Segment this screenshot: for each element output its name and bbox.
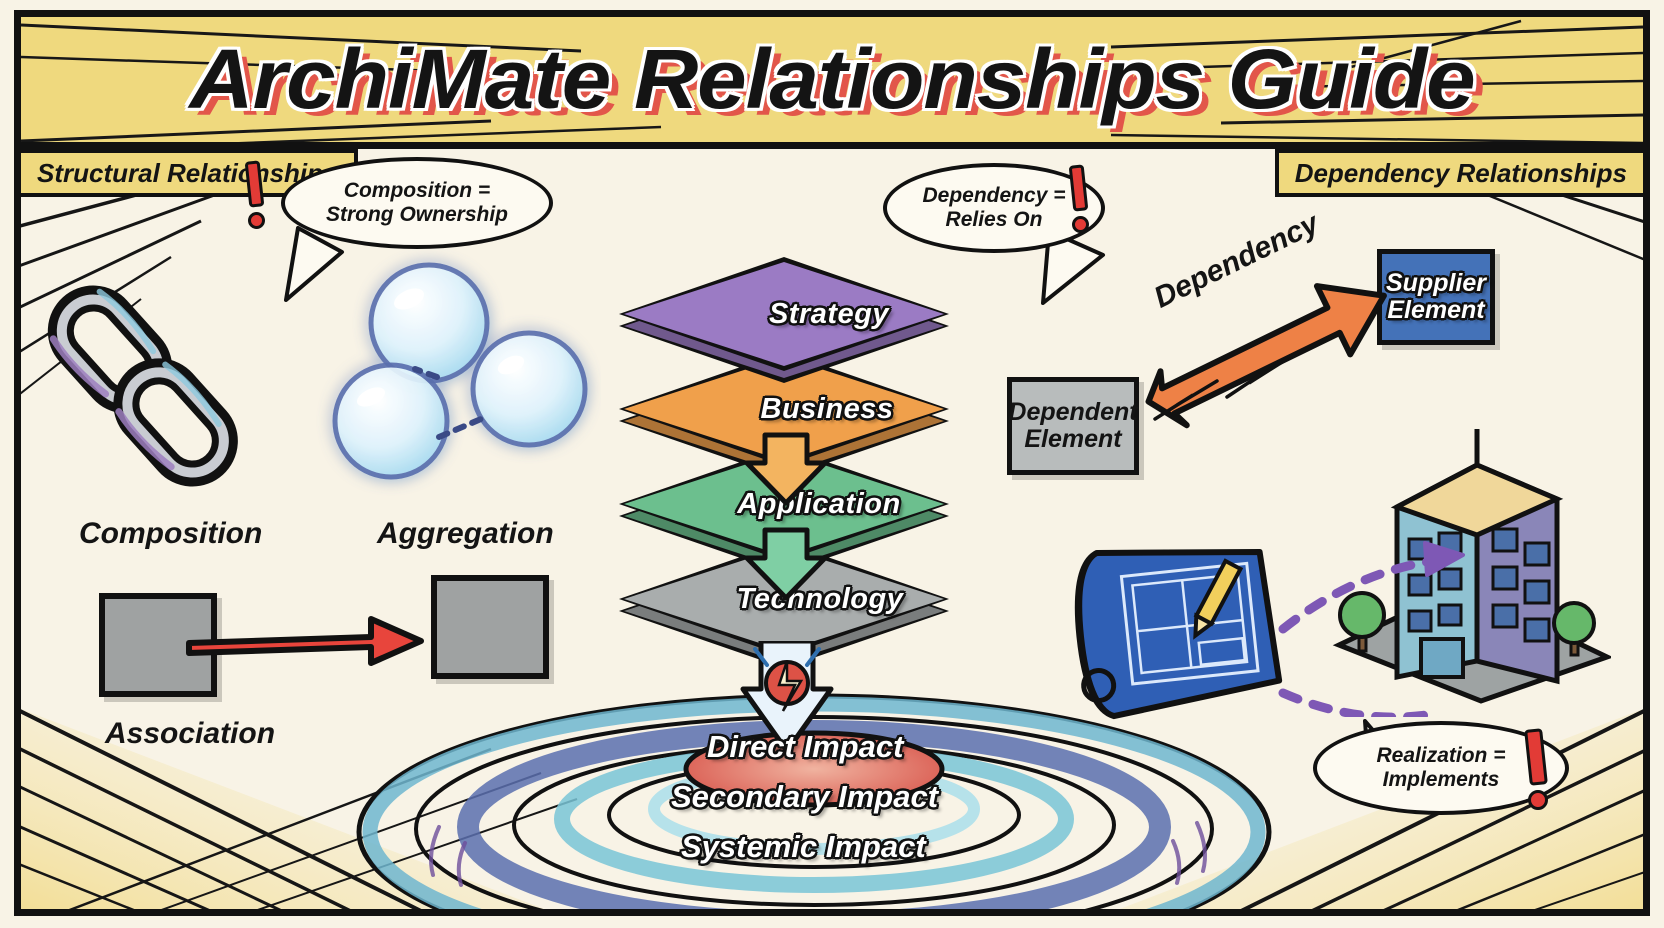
chain-link-icon — [47, 285, 238, 487]
composition-note-tail — [284, 226, 344, 302]
impact-ring-label-direct: Direct Impact — [707, 729, 904, 764]
composition-note-bubble: Composition = Strong Ownership — [281, 157, 553, 249]
layer-flow-arrows-icon — [744, 432, 828, 601]
composition-note-bang-icon — [244, 160, 265, 229]
impact-strike-arrow-icon — [740, 641, 834, 754]
bubbles-icon — [332, 262, 588, 480]
building-icon — [1332, 429, 1611, 704]
dependency-arrow-icon — [1145, 283, 1387, 429]
supplier-element-line2: Element — [1387, 296, 1485, 324]
realization-note-bang-icon — [1524, 728, 1548, 810]
layer-strategy: Strategy — [619, 257, 949, 383]
title-banner: ArchiMate Relationships Guide — [21, 17, 1643, 149]
dependency-note-tail — [1041, 229, 1105, 305]
realization-note-line2: Implements — [1382, 768, 1500, 791]
page-title: ArchiMate Relationships Guide — [189, 32, 1475, 126]
composition-note-line1: Composition = — [343, 179, 491, 203]
association-target-box — [431, 575, 549, 679]
section-header-dependency: Dependency Relationships — [1274, 149, 1643, 197]
composition-note-line2: Strong Ownership — [325, 203, 508, 226]
section-header-structural-label: Structural Relationships — [37, 157, 338, 188]
impact-ring-label-systemic: Systemic Impact — [681, 829, 926, 864]
section-header-dependency-label: Dependency Relationships — [1294, 157, 1627, 188]
dependent-element-box: Dependent Element — [1007, 377, 1139, 475]
association-arrow-icon — [186, 616, 424, 666]
realization-arrow-icon — [1278, 541, 1465, 717]
dependency-note-line1: Dependency = — [922, 184, 1066, 208]
impact-ring-label-secondary: Secondary Impact — [671, 779, 939, 814]
blueprint-icon — [1074, 548, 1283, 720]
dependency-note-line2: Relies On — [945, 208, 1043, 231]
layer-technology-label: Technology — [736, 582, 904, 615]
aggregation-label: Aggregation — [377, 517, 554, 550]
supplier-element-line1: Supplier — [1385, 269, 1486, 297]
dependency-note-bang-icon — [1068, 164, 1089, 233]
composition-label: Composition — [79, 517, 263, 550]
title-speedlines — [21, 19, 1643, 142]
layer-strategy-label: Strategy — [768, 297, 890, 330]
layer-business-label: Business — [760, 392, 894, 425]
supplier-element-box: Supplier Element — [1377, 249, 1495, 345]
association-label: Association — [105, 717, 276, 750]
dependent-element-line1: Dependent — [1008, 398, 1138, 426]
comic-frame: ArchiMate Relationships Guide Structural… — [14, 10, 1650, 916]
dependency-note-bubble: Dependency = Relies On — [883, 163, 1105, 253]
layer-application-label: Application — [737, 487, 901, 520]
realization-note-line1: Realization = — [1376, 744, 1506, 768]
dependent-element-line2: Element — [1024, 425, 1122, 453]
